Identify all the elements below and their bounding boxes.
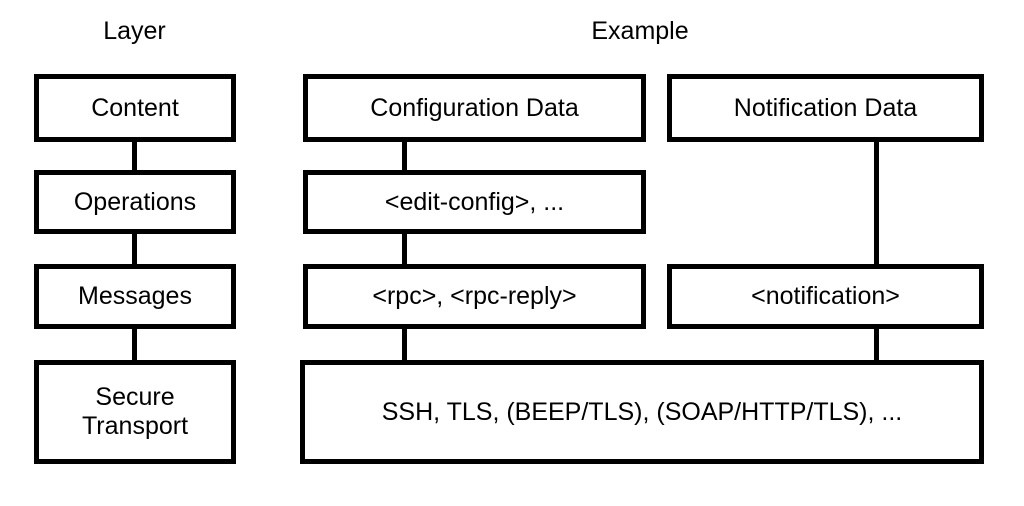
example-box-notification-data[interactable]: Notification Data — [667, 74, 984, 142]
connector-messages-to-secure-transport — [132, 325, 137, 364]
layer-box-secure-transport-label: Secure Transport — [81, 383, 189, 440]
layer-box-messages[interactable]: Messages — [34, 264, 236, 329]
example-box-edit-config[interactable]: <edit-config>, ... — [303, 170, 646, 234]
layer-box-operations-label: Operations — [73, 187, 197, 216]
example-box-notification-label: <notification> — [751, 282, 900, 310]
example-box-secure-transport-label: SSH, TLS, (BEEP/TLS), (SOAP/HTTP/TLS), .… — [381, 397, 903, 426]
example-box-notification[interactable]: <notification> — [667, 264, 984, 329]
example-box-configuration-data[interactable]: Configuration Data — [303, 74, 646, 142]
connector-config-data-to-edit-config — [402, 138, 407, 174]
connector-notification-data-to-notification — [874, 138, 879, 268]
connector-operations-to-messages — [132, 230, 137, 268]
layer-box-messages-label: Messages — [78, 282, 192, 310]
connector-content-to-operations — [132, 138, 137, 174]
connector-rpc-to-transport — [402, 325, 407, 364]
layer-box-content[interactable]: Content — [34, 74, 236, 142]
connector-edit-config-to-rpc — [402, 230, 407, 268]
example-box-rpc-label: <rpc>, <rpc-reply> — [372, 282, 577, 310]
layer-box-operations[interactable]: Operations — [34, 170, 236, 234]
example-box-edit-config-label: <edit-config>, ... — [384, 187, 565, 216]
column-header-example: Example — [591, 17, 689, 45]
layer-box-content-label: Content — [91, 93, 179, 122]
column-header-layer: Layer — [103, 17, 166, 45]
example-box-secure-transport[interactable]: SSH, TLS, (BEEP/TLS), (SOAP/HTTP/TLS), .… — [300, 360, 984, 464]
layer-box-secure-transport[interactable]: Secure Transport — [34, 360, 236, 464]
example-box-configuration-data-label: Configuration Data — [370, 93, 579, 122]
example-box-rpc[interactable]: <rpc>, <rpc-reply> — [303, 264, 646, 329]
example-box-notification-data-label: Notification Data — [733, 93, 918, 122]
connector-notification-to-transport — [874, 325, 879, 364]
